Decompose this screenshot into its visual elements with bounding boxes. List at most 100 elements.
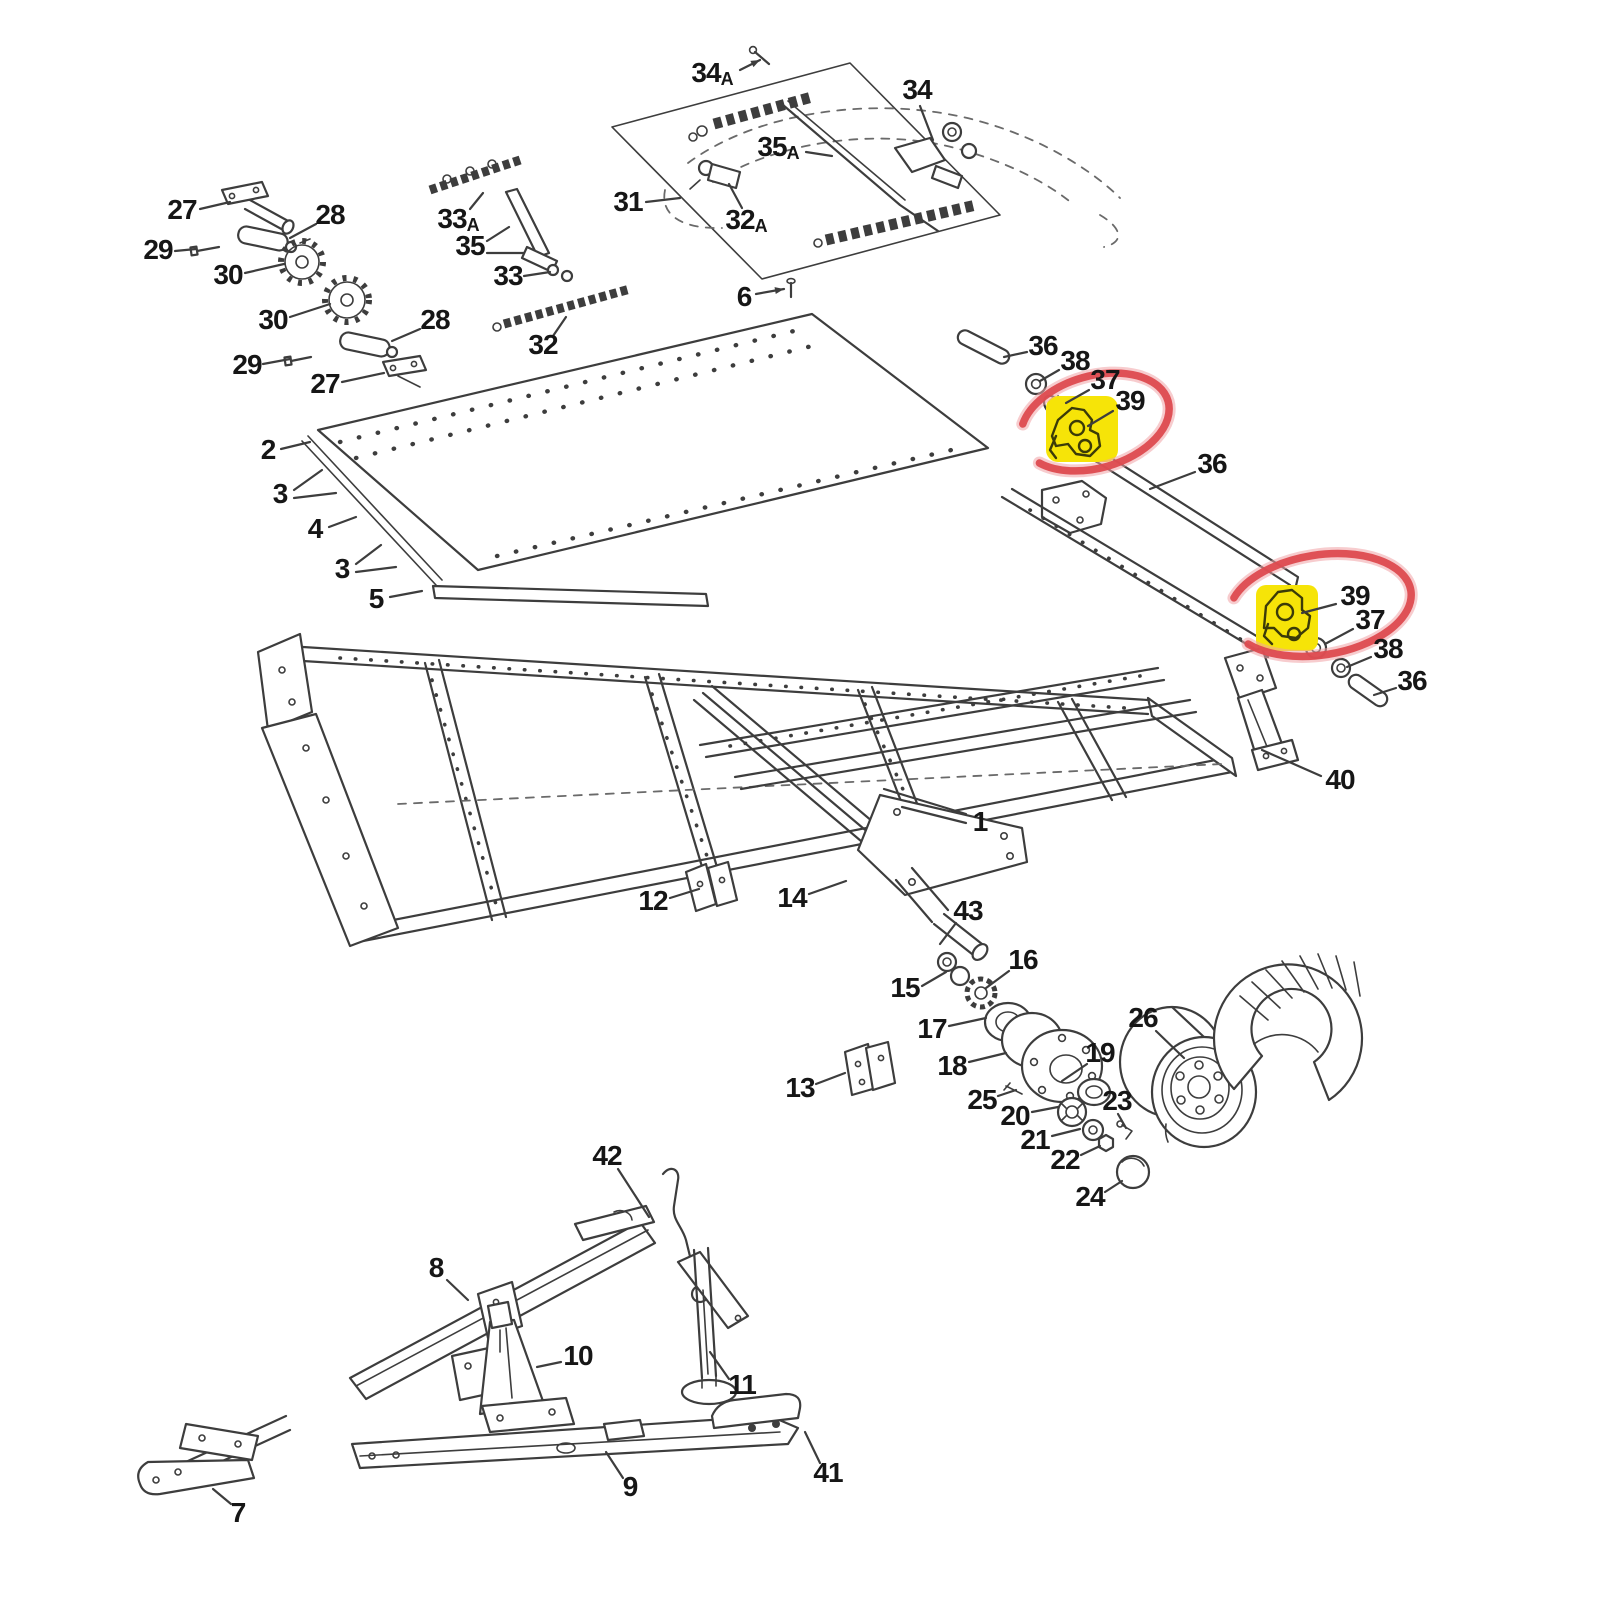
part-label-17: 17	[917, 1013, 988, 1044]
hole	[288, 698, 296, 706]
part-label-8: 8	[429, 1252, 470, 1302]
part-label-37: 37	[1323, 604, 1386, 646]
leader-line	[1323, 627, 1355, 646]
part-number-text: 19	[1085, 1037, 1115, 1068]
leader-line	[1030, 1105, 1060, 1114]
leader-line	[807, 879, 848, 896]
part-label-27: 27	[167, 194, 232, 225]
part-39-sketch-upper	[1048, 406, 1102, 460]
part-label-9: 9	[604, 1450, 639, 1502]
part-label-33: 33	[493, 260, 552, 291]
highlight-ring-part-39-2	[1225, 549, 1415, 661]
link-27b-pin	[397, 375, 421, 388]
part-label-29: 29	[232, 349, 292, 380]
chain-end	[492, 322, 502, 332]
leader-line	[918, 104, 935, 142]
leader-line	[292, 468, 324, 492]
leader-line	[390, 327, 422, 343]
hole	[907, 877, 916, 886]
leader-line	[340, 371, 386, 384]
leader-arrowhead	[774, 287, 784, 295]
hole	[892, 807, 901, 816]
hole	[718, 876, 726, 884]
leader-line	[522, 270, 552, 278]
bracket-12-plate2	[706, 860, 739, 908]
part-number-text: 37	[1090, 364, 1120, 395]
bearing-20-rollers	[1060, 1102, 1084, 1122]
cross-member-2	[643, 672, 722, 882]
part-number-text: 42	[592, 1140, 622, 1171]
bolt-34A-head	[748, 45, 758, 55]
crank-guide-curl	[613, 1209, 633, 1221]
chain-32	[502, 284, 632, 329]
washer-38-low	[1330, 657, 1352, 679]
leader-line	[1064, 388, 1091, 405]
part-number-text: 3	[335, 553, 350, 584]
rod-35A-edge	[787, 100, 906, 201]
part-number-text: 33	[493, 260, 523, 291]
leader-line	[727, 182, 744, 210]
tongue-assembly	[137, 1167, 802, 1496]
hole	[548, 1408, 556, 1416]
part-label-28: 28	[390, 304, 451, 343]
cross-member-1	[423, 658, 508, 922]
leader-line	[803, 1430, 822, 1465]
leader-line	[535, 1360, 563, 1369]
leader-line	[551, 315, 568, 338]
rivet-row-bottom	[494, 445, 963, 559]
hole	[234, 1440, 242, 1448]
part-label-21: 21	[1020, 1124, 1082, 1155]
rim-bore	[1187, 1075, 1211, 1099]
leader-line	[644, 196, 682, 204]
bolt-34A	[753, 50, 771, 66]
part-number-text: 22	[1050, 1144, 1080, 1175]
part-label-16: 16	[984, 944, 1039, 990]
part-number-text: 33A	[437, 203, 479, 234]
bearing-15b	[949, 965, 971, 987]
edge-strip-5	[431, 584, 710, 608]
clamp-41-bolt	[772, 1420, 780, 1428]
washer-21	[1081, 1118, 1105, 1142]
leader-line	[1260, 748, 1323, 778]
leader-line	[173, 247, 198, 253]
leader-line	[938, 921, 958, 946]
part-label-3: 3	[335, 543, 398, 584]
hole	[174, 1468, 182, 1476]
beam-9-slot	[556, 1442, 576, 1454]
leader-line	[804, 150, 834, 158]
part-label-30: 30	[258, 302, 332, 335]
part-number-text: 11	[728, 1369, 756, 1400]
part-number-text: 3	[273, 478, 288, 509]
leader-line	[445, 1278, 470, 1302]
leader-line	[211, 1487, 233, 1506]
leader-arrowhead	[750, 60, 760, 68]
part-label-39: 39	[1300, 580, 1371, 615]
highlight-ring-part-39-1	[1017, 369, 1173, 475]
part-label-41: 41	[803, 1430, 844, 1488]
clamp-34-plate	[893, 136, 947, 174]
deck-panel-assembly	[301, 312, 990, 608]
hole	[464, 1362, 472, 1370]
part-number-text: 5	[369, 583, 384, 614]
link-plate-27b	[381, 354, 428, 378]
part-label-31: 31	[613, 186, 682, 217]
rim-center-disc	[1170, 1056, 1230, 1120]
frame-top-rail	[301, 645, 1150, 716]
leader-line	[668, 887, 701, 900]
upper-chain-assembly	[611, 45, 1121, 299]
part-label-33A: 33A	[437, 191, 485, 235]
leader-line	[198, 200, 232, 211]
part-number-text: 16	[1008, 944, 1038, 975]
part-label-12: 12	[638, 885, 701, 916]
spindle-43	[932, 912, 984, 956]
axle-beam-14	[692, 684, 894, 854]
hole	[1256, 674, 1264, 682]
part-label-24: 24	[1075, 1179, 1124, 1212]
sprocket-30b-teeth	[322, 275, 372, 325]
part-label-36: 36	[1148, 448, 1228, 491]
roller-chain-top	[712, 91, 814, 130]
part-label-5: 5	[369, 583, 424, 614]
roller-chain-bottom	[824, 199, 978, 246]
roller-28b	[339, 331, 391, 358]
part-number-text: 36	[1397, 665, 1427, 696]
